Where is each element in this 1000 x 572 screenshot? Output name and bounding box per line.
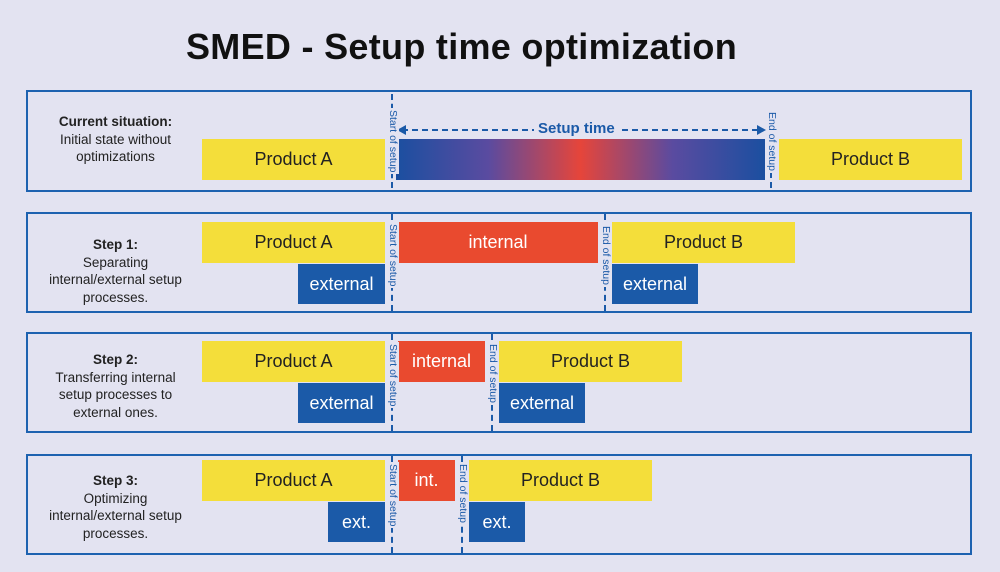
current-situation-heading: Current situation: [58, 114, 173, 129]
setup-time-arrow-left-icon [397, 125, 406, 135]
step2-product-a-bar: Product A [202, 341, 385, 382]
setup-time-label: Setup time [534, 120, 619, 137]
step3-external-right-bar: ext. [469, 502, 525, 542]
step2-product-b-bar: Product B [499, 341, 682, 382]
current-product-b-bar: Product B [779, 139, 962, 180]
step1-product-a-bar: Product A [202, 222, 385, 263]
step2-end-marker-label: End of setup [487, 342, 499, 405]
step3-panel [26, 454, 972, 555]
current-situation-panel [26, 90, 972, 192]
step1-label: Step 1: Separating internal/external set… [38, 236, 193, 306]
step3-end-marker-label: End of setup [457, 462, 469, 525]
step3-description: Optimizing internal/external setup proce… [49, 490, 182, 541]
step3-product-b-bar: Product B [469, 460, 652, 501]
step2-external-left-bar: external [298, 383, 385, 423]
step1-external-right-bar: external [612, 264, 698, 304]
step1-end-marker-label: End of setup [600, 224, 612, 287]
step1-start-marker-label: Start of setup [387, 222, 399, 289]
step2-label: Step 2: Transferring internal setup proc… [38, 351, 193, 421]
current-product-a-bar: Product A [202, 139, 385, 180]
step2-external-right-bar: external [499, 383, 585, 423]
step1-heading: Step 1: [92, 237, 138, 252]
step2-description: Transferring internal setup processes to… [55, 369, 176, 420]
step2-heading: Step 2: [92, 352, 138, 367]
current-setup-time-bar [396, 139, 765, 180]
current-situation-label: Current situation: Initial state without… [38, 113, 193, 166]
step3-product-a-bar: Product A [202, 460, 385, 501]
current-situation-description: Initial state without optimizations [59, 131, 172, 165]
current-start-marker-label: Start of setup [387, 108, 399, 175]
step3-start-marker-label: Start of setup [387, 462, 399, 529]
setup-time-arrow-right-icon [757, 125, 766, 135]
step2-start-marker-label: Start of setup [387, 342, 399, 409]
step3-internal-bar: int. [398, 460, 455, 501]
step1-panel [26, 212, 972, 313]
page-title: SMED - Setup time optimization [186, 26, 738, 67]
step1-product-b-bar: Product B [612, 222, 795, 263]
step3-label: Step 3: Optimizing internal/external set… [38, 472, 193, 542]
step2-panel [26, 332, 972, 433]
current-end-marker-label: End of setup [766, 110, 778, 173]
step3-external-left-bar: ext. [328, 502, 385, 542]
step1-description: Separating internal/external setup proce… [49, 254, 182, 305]
step1-internal-bar: internal [398, 222, 598, 263]
step1-external-left-bar: external [298, 264, 385, 304]
step3-heading: Step 3: [92, 473, 138, 488]
step2-internal-bar: internal [398, 341, 485, 382]
